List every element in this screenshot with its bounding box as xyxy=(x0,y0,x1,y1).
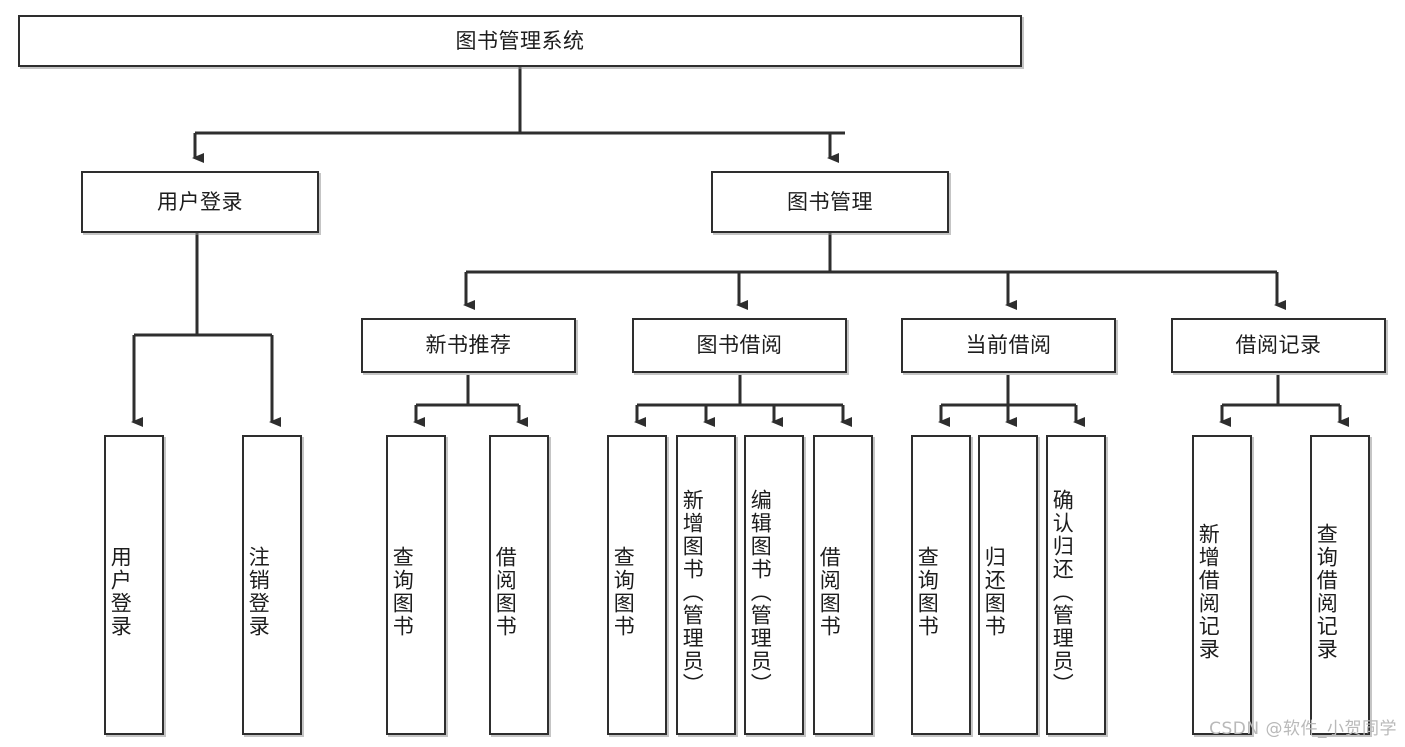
node-label: 用户登录 xyxy=(157,189,243,214)
leaf-borrow-add-book[interactable]: 新增图书（管理员） xyxy=(676,435,736,735)
node-label: 归还图书 xyxy=(982,546,1007,638)
leaf-borrow-edit-book[interactable]: 编辑图书（管理员） xyxy=(744,435,804,735)
leaf-borrow-query-book[interactable]: 查询图书 xyxy=(607,435,667,735)
node-root-system[interactable]: 图书管理系统 xyxy=(18,15,1022,67)
leaf-current-return-book[interactable]: 归还图书 xyxy=(978,435,1038,735)
node-user-login[interactable]: 用户登录 xyxy=(81,171,319,233)
node-label: 借阅图书 xyxy=(817,546,842,638)
node-label: 新书推荐 xyxy=(425,333,512,358)
node-label: 注销登录 xyxy=(246,546,271,638)
node-label: 查询图书 xyxy=(390,546,415,638)
node-label: 图书借阅 xyxy=(696,333,783,358)
node-label: 借阅图书 xyxy=(493,546,518,638)
leaf-current-confirm-return[interactable]: 确认归还（管理员） xyxy=(1046,435,1106,735)
leaf-record-add-record[interactable]: 新增借阅记录 xyxy=(1192,435,1252,735)
node-new-book-recommend[interactable]: 新书推荐 xyxy=(361,318,576,373)
node-borrow-record[interactable]: 借阅记录 xyxy=(1171,318,1386,373)
leaf-borrow-borrow-book[interactable]: 借阅图书 xyxy=(813,435,873,735)
node-label: 确认归还（管理员） xyxy=(1050,488,1075,696)
leaf-user-login-logout[interactable]: 注销登录 xyxy=(242,435,302,735)
node-book-borrow[interactable]: 图书借阅 xyxy=(632,318,847,373)
node-label: 编辑图书（管理员） xyxy=(748,488,773,696)
node-label: 查询图书 xyxy=(915,546,940,638)
leaf-record-query-record[interactable]: 查询借阅记录 xyxy=(1310,435,1370,735)
watermark: CSDN @软件_小贺同学 xyxy=(1209,719,1397,739)
node-book-management[interactable]: 图书管理 xyxy=(711,171,949,233)
leaf-user-login-login[interactable]: 用户登录 xyxy=(104,435,164,735)
node-label: 新增图书（管理员） xyxy=(680,488,705,696)
node-label: 用户登录 xyxy=(108,546,133,638)
node-label: 新增借阅记录 xyxy=(1196,523,1221,661)
node-label: 图书管理系统 xyxy=(455,28,585,53)
leaf-recommend-borrow-book[interactable]: 借阅图书 xyxy=(489,435,549,735)
leaf-current-query-book[interactable]: 查询图书 xyxy=(911,435,971,735)
node-label: 查询图书 xyxy=(611,546,636,638)
node-label: 查询借阅记录 xyxy=(1314,523,1339,661)
node-label: 图书管理 xyxy=(787,189,873,214)
node-label: 当前借阅 xyxy=(965,333,1052,358)
node-label: 借阅记录 xyxy=(1235,333,1322,358)
leaf-recommend-query-book[interactable]: 查询图书 xyxy=(386,435,446,735)
node-current-borrow[interactable]: 当前借阅 xyxy=(901,318,1116,373)
